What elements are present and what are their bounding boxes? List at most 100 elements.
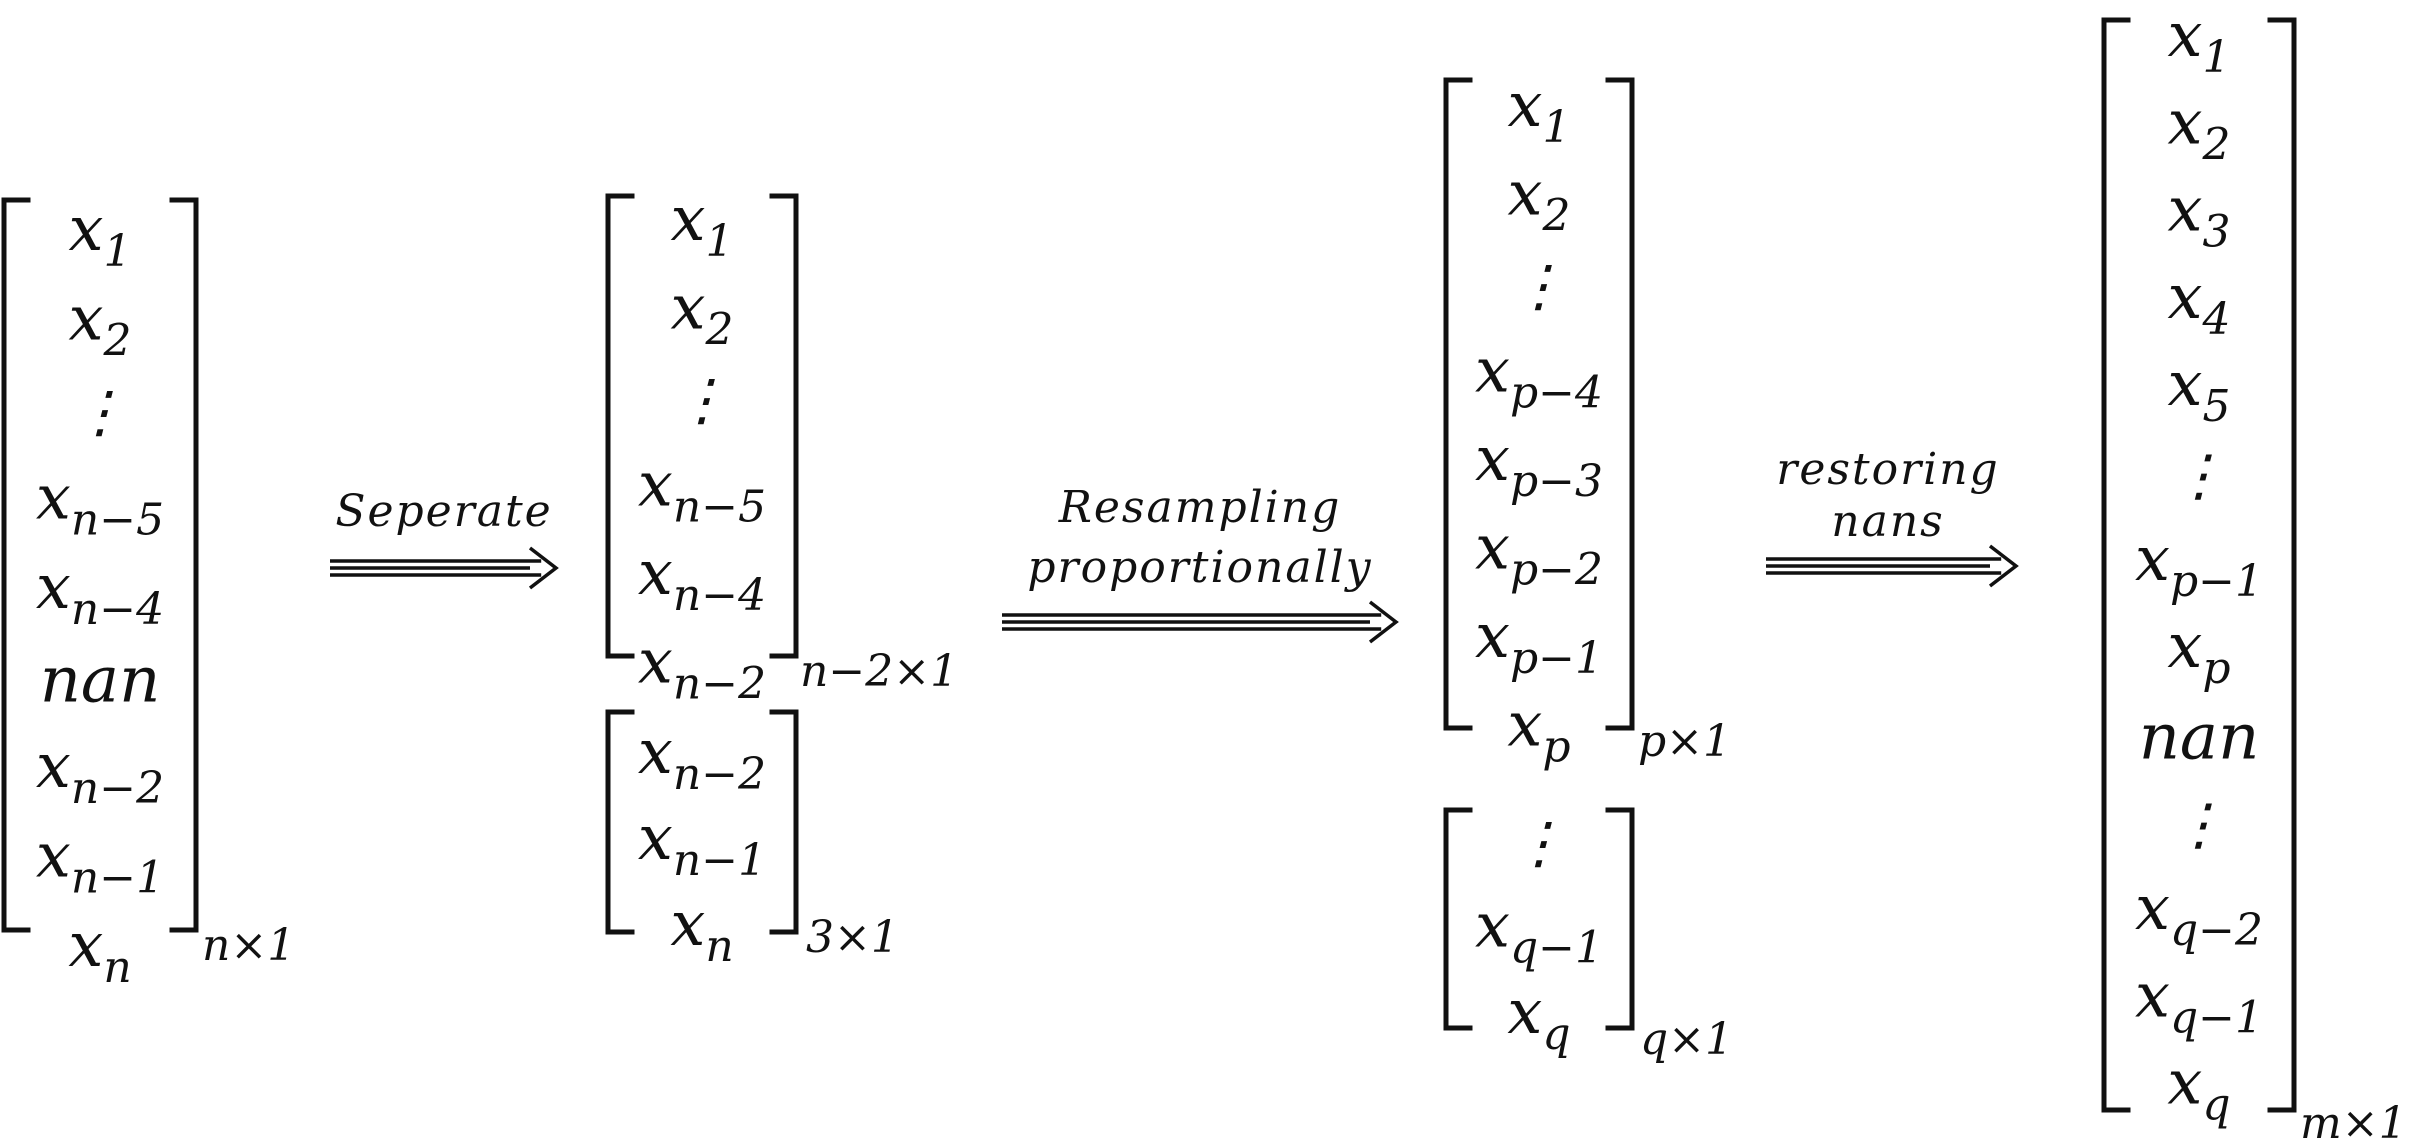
- entry-base: x: [1475, 422, 1510, 495]
- entry-base: x: [638, 801, 673, 874]
- arrow-label: Resampling: [1058, 482, 1342, 533]
- entry-subscript: q: [1542, 1009, 1570, 1060]
- arrows: Seperate Resampling proportionally restorin…: [330, 444, 2019, 644]
- arrow-label: nans: [1831, 496, 1945, 547]
- right-bracket: [1605, 807, 1635, 1031]
- entry-subscript: p−2: [1510, 545, 1603, 596]
- vertical-ellipsis: ⋮: [674, 368, 730, 433]
- right-bracket: [2267, 17, 2297, 1113]
- entry-base: x: [1475, 334, 1510, 407]
- entry-base: x: [2168, 85, 2203, 158]
- vertical-ellipsis: ⋮: [2171, 793, 2227, 858]
- matrix-entry: xp: [1507, 688, 1570, 773]
- entry-subscript: q−2: [2170, 905, 2263, 956]
- dimension-label: q×1: [1640, 1014, 1733, 1065]
- matrix-entry: xp−3: [1475, 422, 1603, 507]
- matrix-entry: x1: [69, 192, 132, 277]
- vertical-ellipsis: ⋮: [1511, 811, 1567, 876]
- entry-subscript: 2: [704, 305, 733, 356]
- matrix-entry: x2: [69, 282, 132, 367]
- matrix-entry: x3: [2168, 173, 2231, 258]
- nan-entry: nan: [40, 644, 161, 718]
- matrix-entry: xp−4: [1475, 334, 1603, 419]
- entry-base: x: [36, 729, 71, 802]
- entry-base: x: [1475, 599, 1510, 672]
- matrix-entry: xn−5: [36, 461, 164, 546]
- entry-subscript: p−1: [1510, 633, 1603, 684]
- matrix-entry: xq: [1507, 975, 1570, 1060]
- entry-subscript: n−1: [673, 835, 766, 886]
- entry-subscript: 4: [2201, 294, 2230, 345]
- entry-base: x: [1475, 889, 1510, 962]
- left-bracket: [1443, 807, 1473, 1031]
- entry-subscript: n: [103, 942, 131, 993]
- entry-subscript: n−5: [673, 482, 766, 533]
- dimension-label: p×1: [1638, 716, 1731, 767]
- matrix-entry: xp−1: [1475, 599, 1603, 684]
- matrix-entry: x2: [671, 271, 734, 356]
- nan-entry: nan: [2139, 700, 2260, 774]
- matrix-entry: xp: [2167, 609, 2230, 694]
- matrix-entry: xn−2: [638, 625, 766, 710]
- entry-base: x: [638, 448, 673, 521]
- entry-subscript: 2: [2201, 119, 2230, 170]
- matrix-entry: xn−5: [638, 448, 766, 533]
- entry-subscript: 5: [2202, 381, 2230, 432]
- entry-base: x: [36, 461, 71, 534]
- vertical-ellipsis: ⋮: [2171, 444, 2227, 509]
- right-bracket: [769, 193, 799, 659]
- arrow-resample: Resampling proportionally: [1002, 482, 1399, 644]
- entry-base: x: [671, 271, 706, 344]
- entry-subscript: n−5: [71, 495, 164, 546]
- entry-base: x: [638, 715, 673, 788]
- left-bracket: [605, 709, 635, 935]
- matrix-entry: xn: [670, 887, 733, 972]
- entry-subscript: 2: [1541, 191, 1570, 242]
- matrix-entry: x2: [2168, 85, 2231, 170]
- entry-subscript: n−1: [71, 853, 164, 904]
- vertical-ellipsis: ⋮: [1511, 254, 1567, 319]
- matrix-entry: xq−1: [2135, 958, 2263, 1043]
- entry-base: x: [1508, 68, 1543, 141]
- matrix-entry: xn−1: [638, 801, 766, 886]
- arrow-label: proportionally: [1027, 542, 1372, 593]
- entry-base: x: [2168, 347, 2203, 420]
- arrow-separate: Seperate: [330, 486, 559, 590]
- matrix-entry: xn−4: [638, 536, 766, 621]
- entry-subscript: n−2: [673, 749, 766, 800]
- dimension-label: n−2×1: [800, 646, 958, 697]
- left-bracket: [1, 197, 31, 933]
- right-bracket: [1605, 77, 1635, 731]
- matrix-entry: xp−1: [2135, 522, 2263, 607]
- entry-base: x: [2167, 1046, 2202, 1119]
- arrow-head: [1988, 544, 2019, 588]
- matrix-entry: xn−2: [638, 715, 766, 800]
- arrow-label: Seperate: [335, 486, 552, 537]
- entry-base: x: [638, 536, 673, 609]
- entry-subscript: q: [2202, 1080, 2230, 1131]
- entry-subscript: n−4: [71, 584, 164, 635]
- entry-base: x: [69, 192, 104, 265]
- entry-base: x: [2168, 173, 2203, 246]
- vertical-ellipsis: ⋮: [72, 380, 128, 445]
- right-bracket: [769, 709, 799, 935]
- entry-subscript: q−1: [2170, 992, 2263, 1043]
- entry-subscript: 1: [1542, 102, 1570, 153]
- entry-subscript: n−2: [673, 659, 766, 710]
- matrix-entry: x2: [1508, 157, 1571, 242]
- entry-base: x: [671, 182, 706, 255]
- left-bracket: [605, 193, 635, 659]
- entry-subscript: 1: [103, 226, 131, 277]
- matrix-entry: xq: [2167, 1046, 2230, 1131]
- matrix-entry: xq−2: [2135, 871, 2263, 956]
- matrix-entry: xn−2: [36, 729, 164, 814]
- arrow-head: [1368, 600, 1399, 644]
- entry-subscript: p: [2202, 643, 2230, 694]
- entry-base: x: [2168, 0, 2203, 71]
- arrow-head: [528, 546, 559, 590]
- matrix-entry: x5: [2168, 347, 2231, 432]
